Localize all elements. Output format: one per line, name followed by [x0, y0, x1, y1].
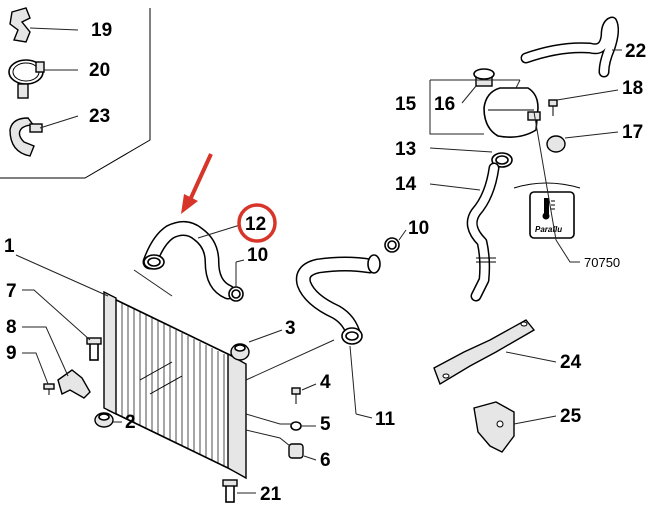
callout-24: 24: [560, 352, 582, 373]
callout-14: 14: [395, 174, 417, 195]
callout-20: 20: [89, 60, 110, 81]
callout-12: 12: [245, 214, 266, 235]
callout-8: 8: [6, 317, 17, 338]
clip-19: 19: [9, 7, 112, 43]
radiator-1: [103, 290, 247, 480]
callout-22: 22: [625, 41, 646, 62]
label-code: 70750: [584, 255, 620, 270]
inset-box: [0, 8, 151, 179]
callout-3: 3: [285, 318, 296, 339]
callout-21: 21: [260, 484, 282, 505]
rubber-mount-3: 3: [230, 318, 335, 381]
cap-17: 17: [546, 122, 643, 153]
hose-14: 14: [395, 162, 500, 302]
callout-10-right: 10: [408, 218, 429, 239]
hose-clamp-10-left: 10: [228, 245, 268, 302]
hose-clamp-10-right: 10: [384, 218, 429, 253]
expansion-tank-15: 15 16: [395, 68, 541, 138]
rubber-6: 6: [288, 443, 331, 471]
callout-2: 2: [125, 412, 136, 433]
bolt-7: 7: [6, 281, 102, 361]
callout-15: 15: [395, 94, 417, 115]
callout-5: 5: [320, 414, 331, 435]
clamp-23: 23: [9, 106, 110, 157]
o-ring-13: 13: [395, 139, 513, 168]
callout-4: 4: [320, 372, 331, 393]
washer-5: 5: [290, 414, 331, 435]
highlight-circle-12: 12: [237, 203, 277, 243]
callout-18: 18: [622, 78, 643, 99]
bracket-25: 25: [473, 401, 582, 453]
callout-10-left: 10: [247, 245, 268, 266]
hose-22: 22: [520, 16, 646, 78]
screw-18: 18: [548, 78, 643, 116]
bracket-8: 8: [6, 317, 91, 399]
rubber-mount-2: 2: [94, 412, 136, 433]
screw-9: 9: [6, 343, 55, 395]
callout-19: 19: [91, 20, 112, 41]
label-brand: Paraflu: [535, 225, 562, 234]
callout-9: 9: [6, 343, 17, 364]
upper-hose-12: [142, 221, 241, 300]
callout-11: 11: [375, 409, 396, 430]
bolt-4: 4: [291, 372, 331, 404]
callout-25: 25: [560, 406, 582, 427]
bolt-21: 21: [222, 479, 282, 505]
bracket-24: 24: [433, 319, 582, 386]
clamp-20: 20: [8, 59, 110, 99]
callout-13: 13: [395, 139, 416, 160]
callout-16: 16: [434, 94, 455, 115]
callout-6: 6: [320, 450, 331, 471]
callout-1: 1: [4, 236, 15, 257]
highlight-arrow: [181, 153, 213, 214]
callout-7: 7: [6, 281, 17, 302]
coolant-label: Paraflu 70750: [513, 111, 620, 270]
callout-17: 17: [622, 122, 643, 143]
callout-23: 23: [89, 106, 110, 127]
lower-hose-11: 11: [295, 254, 396, 430]
